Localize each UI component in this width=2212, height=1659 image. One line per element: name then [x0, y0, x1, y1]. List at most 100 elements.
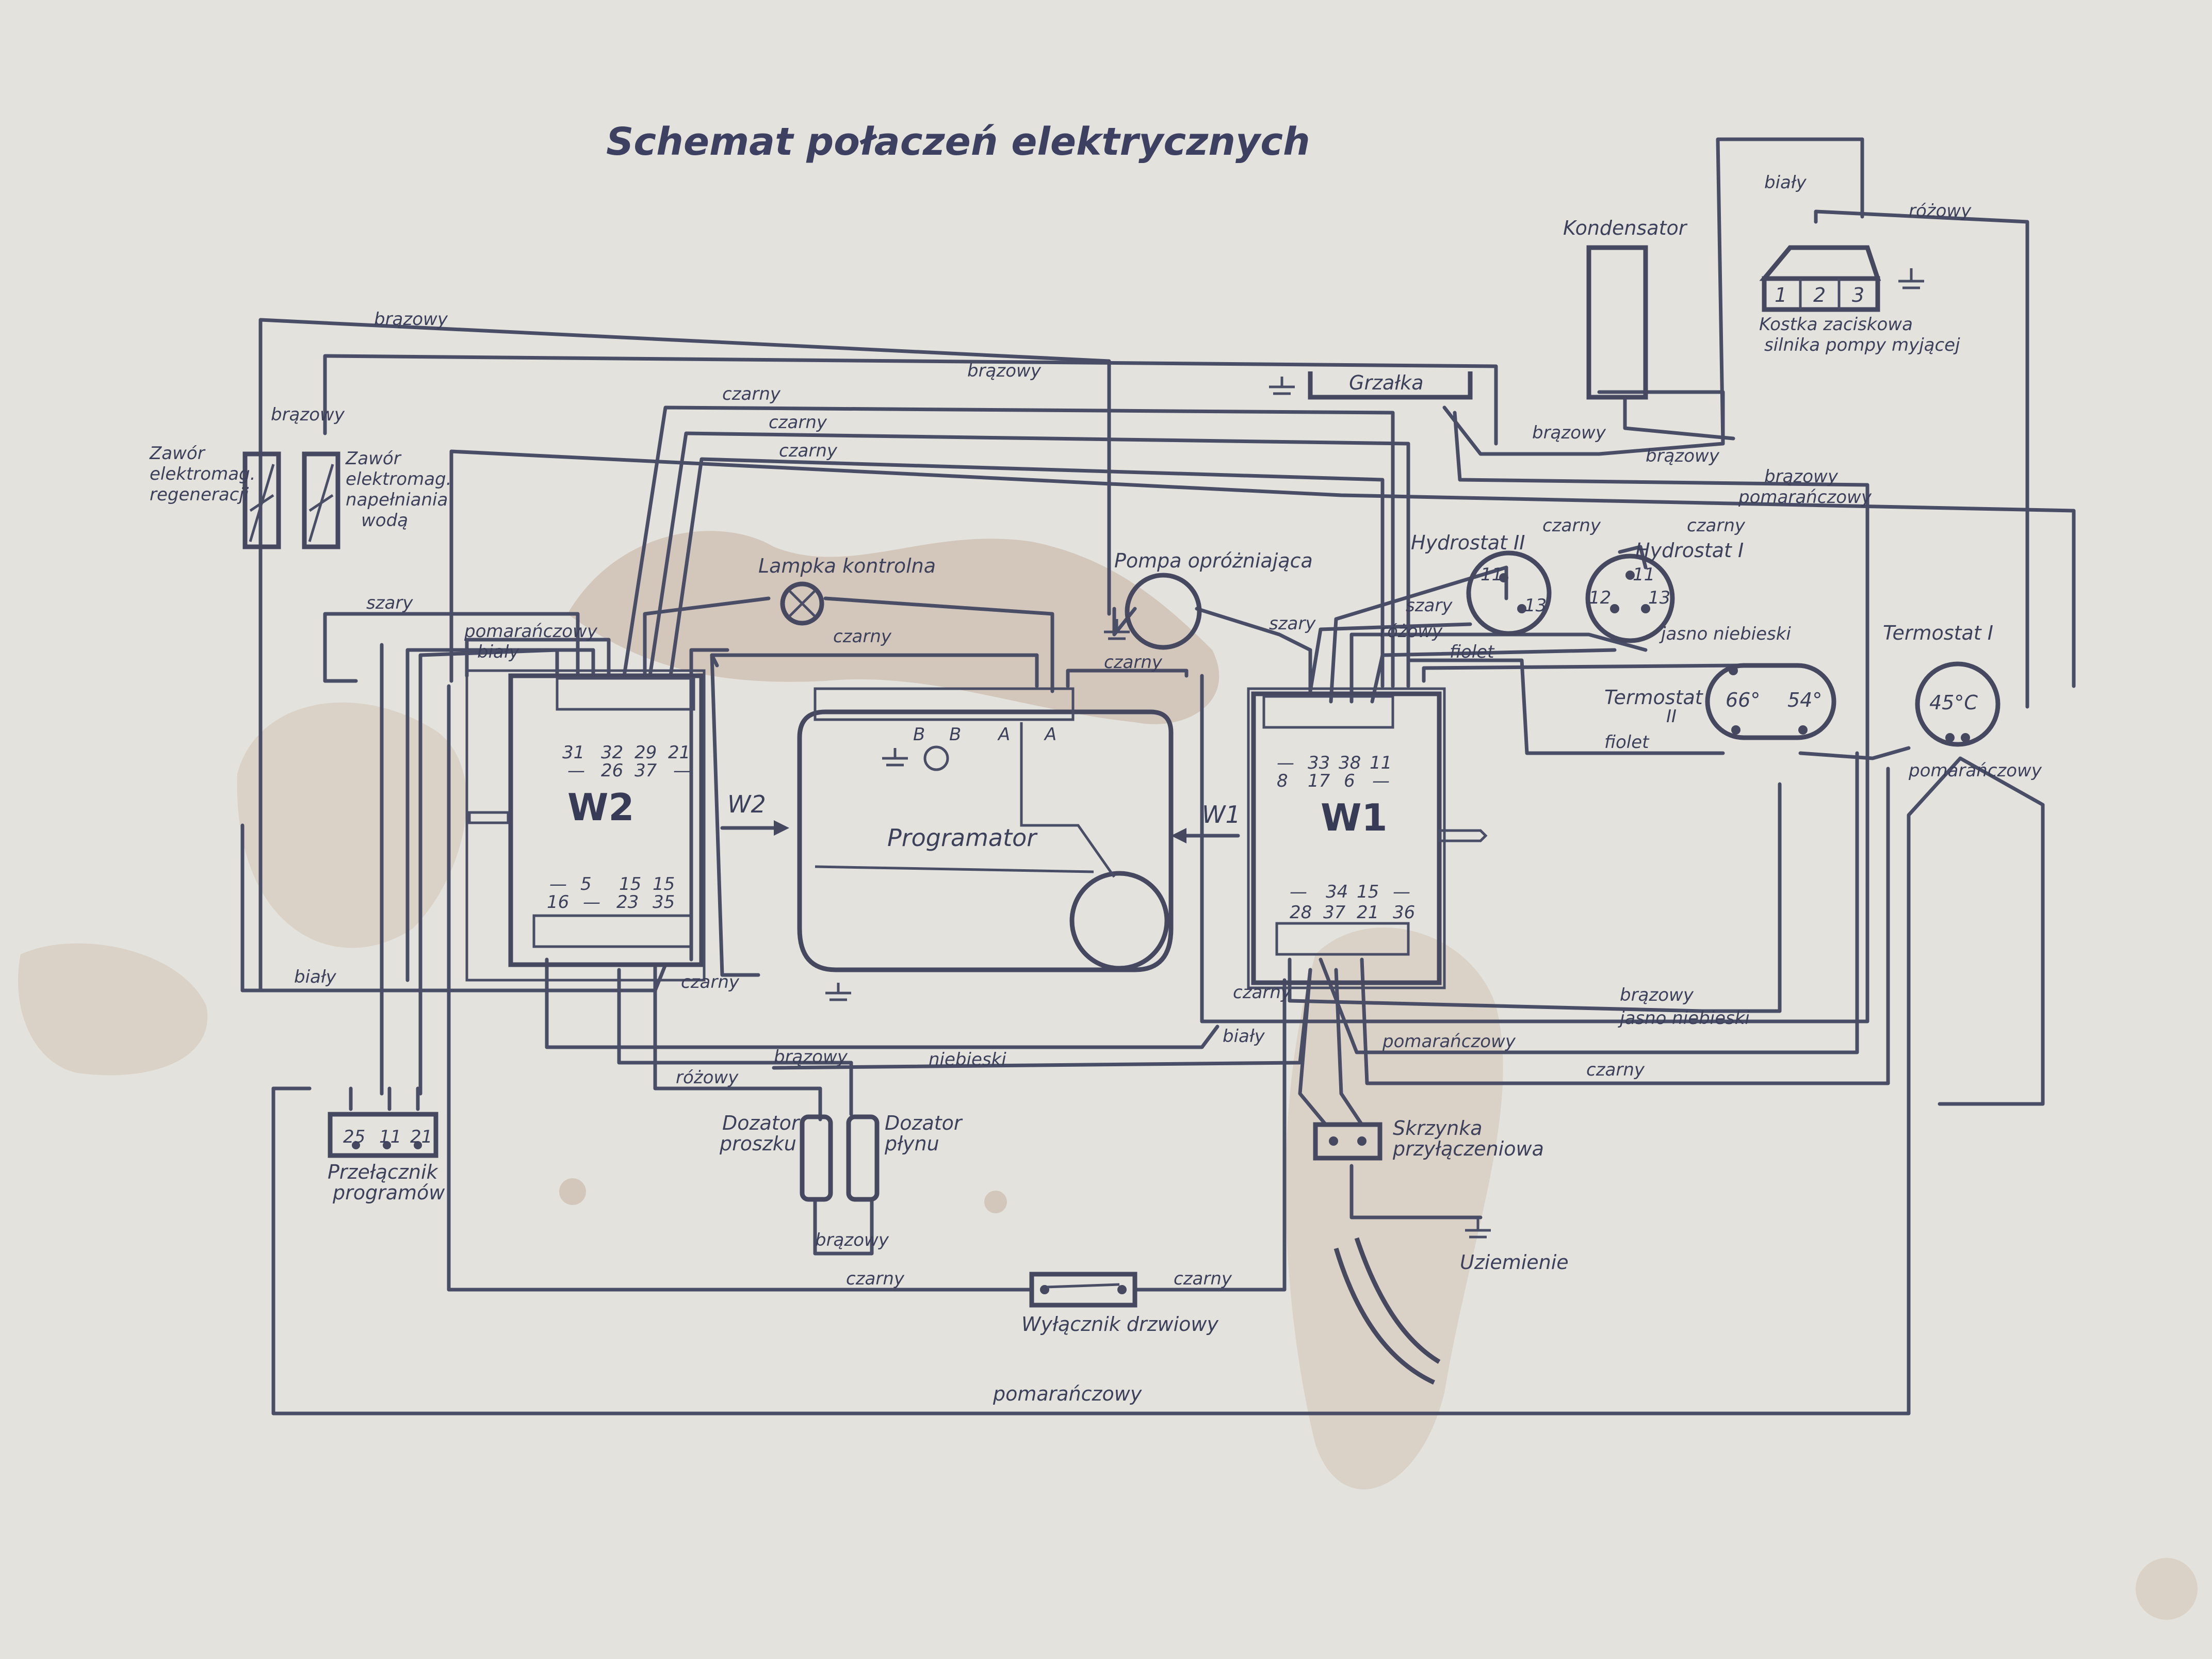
capacitor-label: Kondensator — [1563, 217, 1688, 239]
wire-label: czarny — [833, 626, 892, 647]
water-stains — [18, 531, 2198, 1620]
thermostat-2-temp-2: 54° — [1787, 689, 1822, 711]
dispenser-liquid-label-2: płynu — [884, 1132, 939, 1155]
program-selector-label-1: Przełącznik — [328, 1161, 439, 1183]
w1-label: W1 — [1321, 796, 1388, 839]
ground-icon — [1898, 268, 1924, 289]
selector-term: 25 — [343, 1127, 365, 1147]
w2-bottom-numbers: — 5 15 15 16 — 23 35 — [547, 874, 675, 913]
prog-term-a2: A — [1044, 724, 1056, 745]
wire-label: brązowy — [374, 309, 448, 330]
wire-label: biały — [294, 967, 337, 987]
drain-pump-label: Pompa opróżniająca — [1114, 549, 1313, 572]
thermostat-2: 66° 54° Termostat II — [1604, 663, 1836, 740]
valve-regen-label-3: regeneracji — [150, 484, 249, 505]
junction-box-label-2: przyłączeniowa — [1392, 1137, 1544, 1160]
thermostat-1: 45°C Termostat I — [1883, 622, 2000, 747]
hydrostat-1: 11 12 13 Hydrostat I — [1585, 539, 1744, 643]
hydrostat-1-term-12: 12 — [1589, 588, 1611, 608]
door-switch: Wyłącznik drzwiowy — [1021, 1272, 1218, 1336]
w1-bottom-num: 15 — [1357, 882, 1379, 902]
wire-label: różowy — [1909, 201, 1972, 221]
wire-label: czarny — [779, 441, 838, 461]
dispenser-liquid-label-1: Dozator — [885, 1112, 963, 1134]
wire-label: biały — [1223, 1026, 1265, 1047]
w2-top-num: 29 — [635, 742, 657, 763]
w1-top-num: — — [1372, 771, 1390, 791]
diagram-title: Schemat połaczeń elektrycznych — [606, 120, 1310, 164]
wire-label: różowy — [1380, 621, 1443, 642]
prog-term-b2: B — [949, 724, 961, 745]
prog-term-a1: A — [997, 724, 1010, 745]
wire-label: czarny — [681, 972, 740, 993]
wire-label: brązowy — [271, 404, 345, 425]
valve-regeneration: Zawór elektromag. regeneracji — [149, 443, 281, 549]
hydrostat-2-term-13: 13 — [1524, 595, 1547, 616]
dispenser-powder: Dozator proszku — [719, 1112, 833, 1202]
w1-arrow-label: W1 — [1202, 801, 1241, 828]
w2-top-num: 37 — [635, 760, 657, 781]
w2-top-num: 26 — [601, 760, 623, 781]
terminal-block: 1 2 3 Kostka zaciskowa silnika pompy myj… — [1759, 245, 1960, 355]
wire-label: pomarańczowy — [1908, 760, 2042, 781]
w2-bottom-num: 35 — [653, 892, 675, 913]
wire-label: biały — [1764, 172, 1807, 193]
w2-bottom-num: 15 — [653, 874, 675, 894]
wire-label: szary — [1269, 613, 1316, 634]
prog-term-b1: B — [913, 724, 925, 745]
w1-top-num: 38 — [1339, 753, 1361, 773]
w1-top-numbers: — 33 38 11 8 17 6 — — [1277, 753, 1392, 791]
control-lamp-label: Lampka kontrolna — [758, 555, 936, 577]
ground-icon — [882, 748, 908, 767]
valve-regen-label-1: Zawór — [149, 443, 206, 464]
w2-arrow: W2 — [720, 790, 789, 836]
capacitor: Kondensator — [1563, 217, 1688, 400]
wire-label: brązowy — [1764, 466, 1839, 487]
w1-top-num: 6 — [1344, 771, 1355, 791]
wire-label: różowy — [676, 1067, 739, 1088]
wire-label: fiolet — [1604, 732, 1650, 753]
w1-top-num: 33 — [1308, 753, 1330, 773]
w2-bottom-num: 15 — [619, 874, 641, 894]
w2-top-num: — — [673, 760, 691, 781]
w1-outer-frame — [1247, 687, 1446, 989]
wire-label: pomarańczowy — [1382, 1031, 1516, 1052]
ground-icon — [1465, 1217, 1491, 1239]
w2-bottom-num: — — [549, 874, 567, 894]
w1-arrow: W1 — [1171, 801, 1241, 843]
w2-bottom-num: — — [583, 892, 600, 913]
valve-fill-label-4: wodą — [361, 510, 408, 531]
wire-label: czarny — [1542, 515, 1601, 536]
w2-bottom-num: 16 — [547, 892, 569, 913]
wire-label: szary — [366, 593, 413, 613]
ground-icon — [1104, 619, 1130, 640]
wire-label: brązowy — [967, 361, 1042, 381]
valve-fill-label-1: Zawór — [345, 448, 402, 469]
wire-label: fiolet — [1450, 642, 1495, 662]
thermostat-2-temp-1: 66° — [1726, 689, 1760, 711]
wire-label: czarny — [1687, 515, 1746, 536]
hydrostat-1-term-11: 11 — [1633, 564, 1655, 585]
drain-pump: Pompa opróżniająca — [1104, 549, 1313, 650]
wire-label: niebieski — [929, 1049, 1006, 1070]
heater: Grzałka — [1269, 371, 1473, 400]
w1-bottom-numbers: — 34 15 — 28 37 21 36 — [1290, 882, 1415, 923]
w2-bottom-num: 23 — [616, 892, 639, 913]
thermostat-2-label-2: II — [1666, 706, 1677, 727]
ground-icon — [1269, 377, 1295, 395]
terminal-2: 2 — [1813, 284, 1826, 306]
terminal-block-label-2: silnika pompy myjącej — [1764, 335, 1960, 355]
thermostat-1-temp: 45°C — [1929, 691, 1978, 714]
hydrostat-2: 11 13 Hydrostat II — [1411, 531, 1552, 636]
wire-label: brązowy — [774, 1047, 848, 1067]
terminal-3: 3 — [1852, 284, 1864, 306]
w1-bottom-num: 36 — [1393, 902, 1415, 923]
hydrostat-2-term-11: 11 — [1481, 564, 1503, 585]
valve-regen-label-2: elektromag. — [150, 464, 255, 484]
wire-label: pomarańczowy — [1738, 487, 1872, 508]
wire-label: brązowy — [815, 1230, 889, 1250]
w2-arrow-label: W2 — [727, 790, 766, 818]
thermostat-1-label: Termostat I — [1883, 622, 1993, 644]
w2-top-num: — — [567, 760, 585, 781]
